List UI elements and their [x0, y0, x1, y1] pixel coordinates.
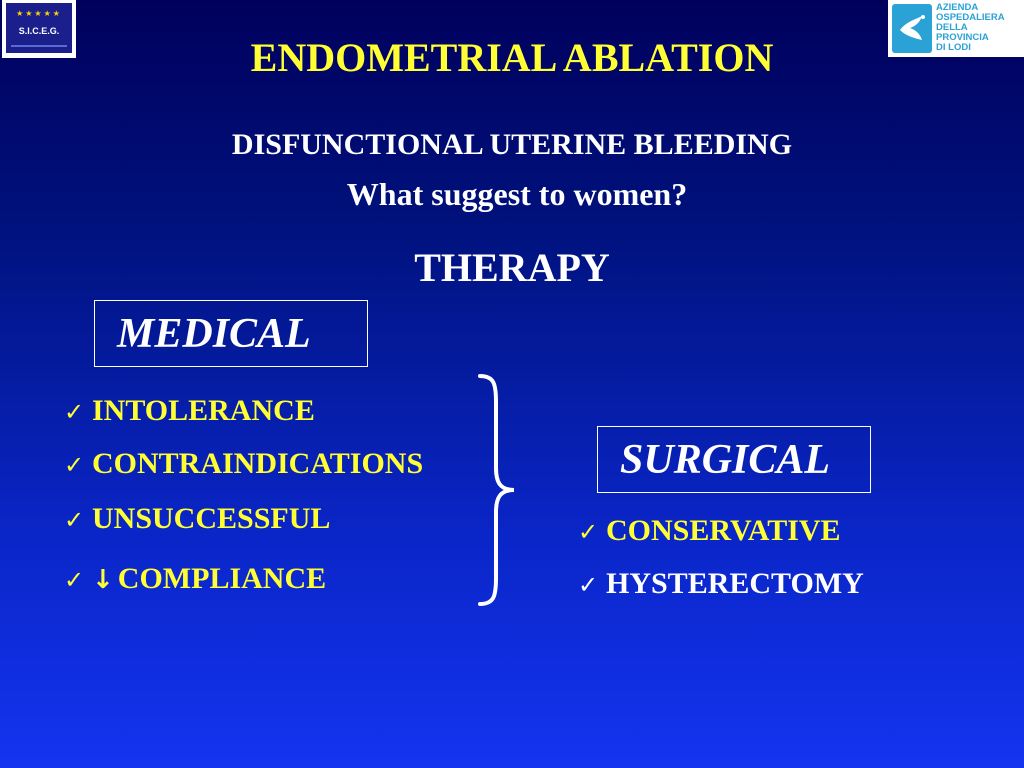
- checkmark-icon: ✓: [64, 506, 85, 534]
- medical-item: ✓INTOLERANCE: [64, 396, 315, 426]
- hospital-logo-line: DI LODI: [936, 42, 971, 53]
- medical-item-label: CONTRAINDICATIONS: [92, 447, 424, 480]
- curly-brace-icon: [478, 374, 515, 606]
- hospital-logo-line: PROVINCIA: [936, 32, 989, 43]
- hospital-logo-text: AZIENDA OSPEDALIERA DELLA PROVINCIA DI L…: [936, 3, 1024, 53]
- checkmark-icon: ✓: [64, 451, 85, 479]
- dove-icon: [892, 4, 932, 53]
- slide-title: ENDOMETRIAL ABLATION: [250, 35, 774, 80]
- slide-subtitle: DISFUNCTIONAL UTERINE BLEEDING: [231, 128, 793, 161]
- logo-divider: [11, 45, 67, 47]
- checkmark-icon: ✓: [64, 398, 85, 426]
- surgical-item: ✓HYSTERECTOMY: [578, 569, 864, 599]
- siceg-logo-panel: ★★★★★ S.I.C.E.G.: [6, 3, 72, 53]
- medical-item: ✓UNSUCCESSFUL: [64, 504, 330, 534]
- hospital-logo-line: AZIENDA: [936, 2, 979, 13]
- checkmark-icon: ✓: [578, 518, 599, 546]
- siceg-logo: ★★★★★ S.I.C.E.G.: [2, 0, 76, 58]
- surgical-box: SURGICAL: [597, 426, 871, 493]
- medical-label: MEDICAL: [117, 311, 311, 357]
- surgical-label: SURGICAL: [620, 437, 831, 483]
- hospital-logo-line: OSPEDALIERA: [936, 12, 1005, 23]
- eu-stars-icon: ★★★★★: [16, 9, 62, 18]
- checkmark-icon: ✓: [64, 566, 85, 594]
- hospital-logo: AZIENDA OSPEDALIERA DELLA PROVINCIA DI L…: [888, 0, 1024, 57]
- therapy-heading: THERAPY: [414, 245, 610, 290]
- medical-item: ✓CONTRAINDICATIONS: [64, 449, 423, 479]
- medical-box: MEDICAL: [94, 300, 368, 367]
- medical-item-label: COMPLIANCE: [117, 562, 327, 595]
- slide-question: What suggest to women?: [346, 176, 688, 212]
- down-arrow-icon: ↓: [92, 565, 114, 595]
- medical-item-label: UNSUCCESSFUL: [92, 502, 331, 535]
- surgical-item: ✓CONSERVATIVE: [578, 516, 841, 546]
- medical-item-label: INTOLERANCE: [92, 394, 315, 427]
- surgical-item-label: CONSERVATIVE: [606, 514, 841, 547]
- surgical-item-label: HYSTERECTOMY: [606, 567, 864, 600]
- hospital-logo-line: DELLA: [936, 22, 968, 33]
- checkmark-icon: ✓: [578, 571, 599, 599]
- siceg-acronym: S.I.C.E.G.: [18, 26, 60, 36]
- medical-item: ✓↓COMPLIANCE: [64, 564, 326, 594]
